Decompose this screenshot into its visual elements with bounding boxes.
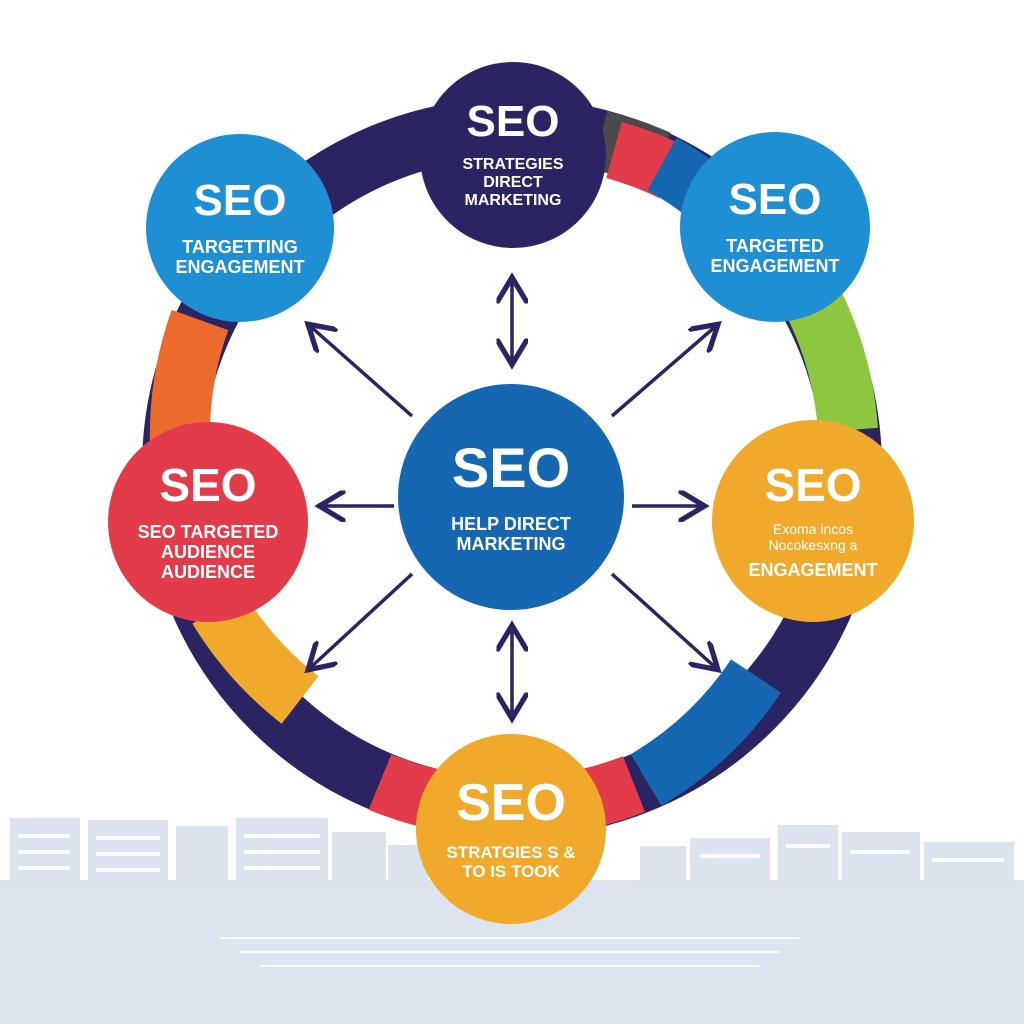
- node-left-line-1: SEO TARGETED: [137, 521, 279, 542]
- node-bottom-line-2: TO IS TOOK: [462, 862, 560, 881]
- node-center-title: SEO: [451, 435, 571, 499]
- node-top-left-line-1: TARGETTING: [182, 236, 298, 257]
- node-bottom: SEO STRATGIES S & TO IS TOOK: [416, 734, 606, 924]
- node-left: SEO SEO TARGETED AUDIENCE AUDIENCE: [108, 422, 308, 622]
- node-top: SEO STRATEGIES DIRECT MARKETING: [420, 62, 606, 248]
- node-bottom-line-1: STRATGIES S &: [446, 842, 576, 862]
- node-left-line-3: AUDIENCE: [160, 562, 255, 583]
- node-top-line-3: MARKETING: [464, 191, 562, 209]
- arrow-down-left: [310, 572, 414, 668]
- arrow-down-right: [610, 572, 716, 668]
- arrow-up-left: [310, 326, 414, 418]
- node-top-right-line-2: ENGAGEMENT: [710, 256, 840, 276]
- node-bottom-title: SEO: [456, 773, 566, 832]
- node-top-right-line-1: TARGETED: [726, 235, 824, 256]
- node-left-line-2: AUDIENCE: [160, 541, 255, 562]
- node-right-line-3: ENGAGEMENT: [748, 559, 878, 580]
- node-right: SEO Exoma incos Nocokesxng a ENGAGEMENT: [712, 420, 914, 622]
- node-top-title: SEO: [466, 97, 560, 147]
- node-center-line-1: HELP DIRECT: [451, 513, 571, 534]
- node-center-line-2: MARKETING: [456, 534, 566, 554]
- node-top-right: SEO TARGETED ENGAGEMENT: [680, 132, 870, 322]
- node-top-line-1: STRATEGIES: [462, 156, 564, 174]
- node-top-right-title: SEO: [728, 174, 822, 224]
- node-center: SEO HELP DIRECT MARKETING: [398, 384, 624, 610]
- node-left-title: SEO: [159, 458, 257, 511]
- node-right-line-1: Exoma incos: [772, 521, 854, 538]
- node-top-left-line-2: ENGAGEMENT: [175, 257, 305, 277]
- ring-segment-blue-bottom: [630, 658, 781, 806]
- node-top-line-2: DIRECT: [483, 174, 543, 192]
- node-top-left: SEO TARGETTING ENGAGEMENT: [146, 134, 334, 322]
- arrow-up-right: [610, 326, 716, 418]
- node-right-line-2: Nocokesxng a: [768, 536, 858, 553]
- node-top-left-title: SEO: [193, 175, 287, 225]
- node-right-title: SEO: [764, 459, 862, 512]
